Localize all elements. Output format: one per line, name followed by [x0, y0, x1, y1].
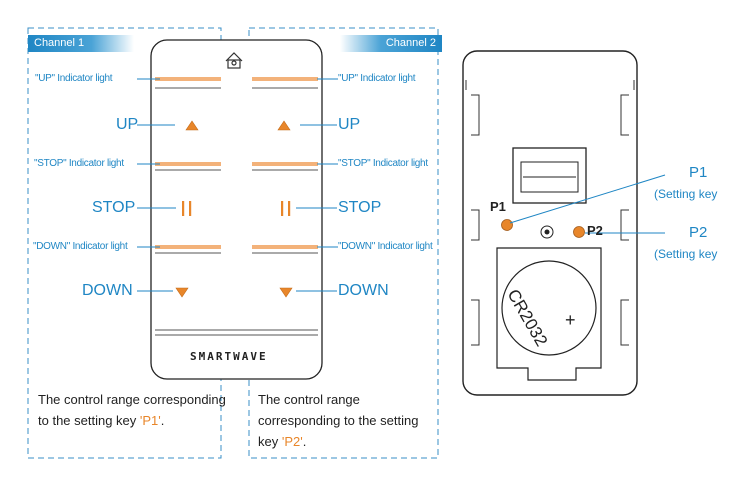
ch2-down-arrow-icon — [279, 287, 293, 298]
channel-1-tab: Channel 1 — [28, 35, 134, 52]
ch1-stop-icon — [182, 201, 192, 216]
channel-2-tab: Channel 2 — [340, 35, 442, 52]
ch2-down-indicator-label: "DOWN" Indicator light — [338, 241, 433, 252]
ch2-stop-indicator-label: "STOP" Indicator light — [338, 158, 428, 169]
ch2-up-indicator — [252, 77, 318, 81]
ch1-down-indicator — [155, 245, 221, 249]
ch2-stop-indicator — [252, 162, 318, 166]
p2-callout: P2 — [689, 224, 708, 241]
p2-callout-sub: (Setting key — [654, 247, 718, 261]
ch2-down-indicator — [252, 245, 318, 249]
note-2-key: 'P2' — [281, 434, 303, 449]
channel-1-frame — [27, 27, 222, 459]
ch1-stop-indicator — [155, 162, 221, 166]
house-logo-icon — [225, 52, 243, 69]
ch1-down-label: DOWN — [82, 282, 133, 299]
p2-marking: P2 — [587, 223, 603, 238]
battery-cell — [501, 260, 597, 356]
note-2-text: The control range corresponding to the s… — [258, 392, 419, 449]
channel-2-note: The control range corresponding to the s… — [258, 389, 436, 452]
ch1-stop-label: STOP — [92, 199, 136, 216]
brand-logo: SMARTWAVE — [190, 350, 268, 363]
ch2-up-arrow-icon — [277, 120, 291, 131]
p2-setting-key — [573, 226, 585, 238]
note-1-text: The control range corresponding to the s… — [38, 392, 226, 428]
note-2-suffix: . — [302, 434, 307, 449]
p1-callout: P1 — [689, 164, 708, 181]
p1-marking: P1 — [490, 199, 506, 214]
ch2-down-label: DOWN — [338, 282, 389, 299]
note-1-key: 'P1' — [139, 413, 161, 428]
ch2-stop-label: STOP — [338, 199, 382, 216]
channel-1-note: The control range corresponding to the s… — [38, 389, 228, 431]
ch1-down-indicator-label: "DOWN" Indicator light — [33, 241, 128, 252]
ch1-up-arrow-icon — [185, 120, 199, 131]
p1-setting-key — [501, 219, 513, 231]
ch2-up-label: UP — [338, 116, 361, 133]
ch1-down-arrow-icon — [175, 287, 189, 298]
ch1-stop-indicator-label: "STOP" Indicator light — [34, 158, 124, 169]
ch1-up-indicator — [155, 77, 221, 81]
note-1-suffix: . — [160, 413, 165, 428]
indicator-lights — [155, 77, 318, 249]
ch1-up-indicator-label: "UP" Indicator light — [35, 73, 113, 84]
ch1-up-label: UP — [116, 116, 139, 133]
battery-plus: + — [565, 310, 576, 330]
ch2-up-indicator-label: "UP" Indicator light — [338, 73, 416, 84]
p1-callout-sub: (Setting key — [654, 187, 718, 201]
ch2-stop-icon — [281, 201, 291, 216]
